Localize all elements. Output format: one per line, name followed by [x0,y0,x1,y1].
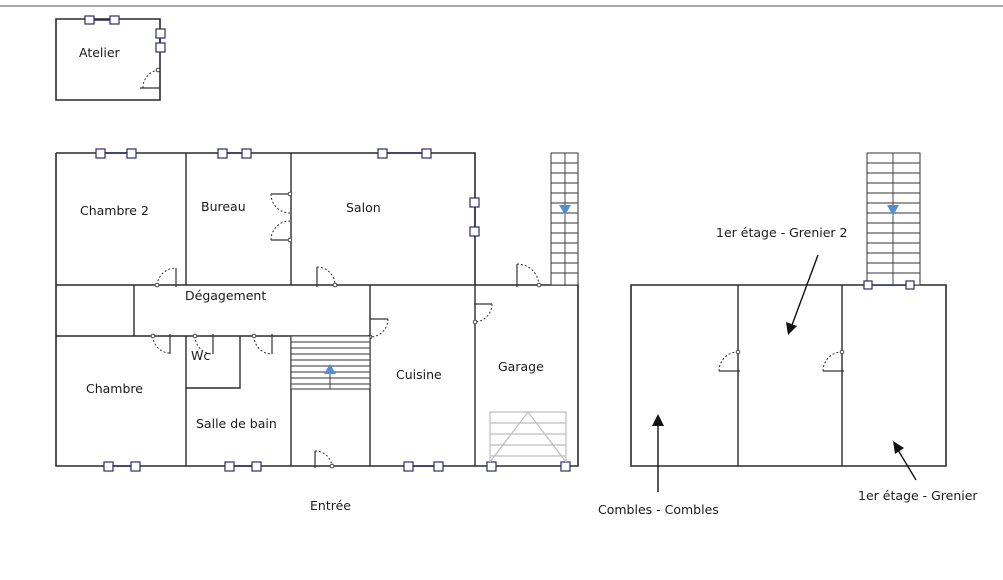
main-floor: Chambre 2 Bureau Salon Dégagement Wc Cha… [55,148,579,513]
door-cuisine-garage [472,303,493,325]
attic-floor: 1er étage - Grenier 2 Combles - Combles … [598,152,978,517]
arrow-combles [652,414,664,492]
room-label-cuisine: Cuisine [396,367,442,382]
room-label-salon: Salon [346,200,381,215]
main-staircase [290,335,371,390]
label-grenier2: 1er étage - Grenier 2 [716,225,847,240]
window-bureau [217,148,252,159]
atelier-window-top [84,15,120,25]
atelier-door [140,67,161,89]
stair-down-arrow-icon [559,205,571,215]
window-chambre [103,461,141,472]
room-label-atelier: Atelier [79,45,121,60]
exterior-staircase [550,152,579,286]
attic-window [863,280,915,290]
door-salle-de-bain [251,333,273,355]
room-label-salle-de-bain: Salle de bain [196,416,277,431]
door-salon [316,266,338,288]
garage-door [489,411,567,463]
window-cuisine [403,461,444,472]
attic-door-right [822,349,845,372]
door-chambre2 [154,267,177,288]
door-cuisine [367,318,389,340]
window-salle-de-bain [224,461,262,472]
door-wc [192,333,214,355]
room-label-wc: Wc [191,348,210,363]
attic-door-left [718,349,741,372]
door-entree [314,450,335,469]
label-combles: Combles - Combles [598,502,719,517]
room-label-degagement: Dégagement [185,288,266,303]
atelier-room: Atelier [55,15,166,101]
window-salon [377,148,432,159]
room-label-bureau: Bureau [201,199,246,214]
arrow-grenier [893,441,917,481]
room-label-chambre2: Chambre 2 [80,203,149,218]
attic-stair-down-arrow-icon [887,205,899,216]
window-salon-side [469,197,480,237]
atelier-window-right [155,28,166,53]
arrow-grenier2 [786,254,819,335]
room-label-chambre: Chambre [86,381,143,396]
label-grenier: 1er étage - Grenier [858,488,978,503]
stair-up-arrow-icon [324,364,336,374]
door-bureau [270,191,293,243]
door-chambre [150,333,171,354]
room-label-entree: Entrée [310,498,351,513]
window-chambre2 [95,148,137,159]
door-garage-top [516,263,542,288]
attic-staircase [866,152,921,286]
room-label-garage: Garage [498,359,544,374]
